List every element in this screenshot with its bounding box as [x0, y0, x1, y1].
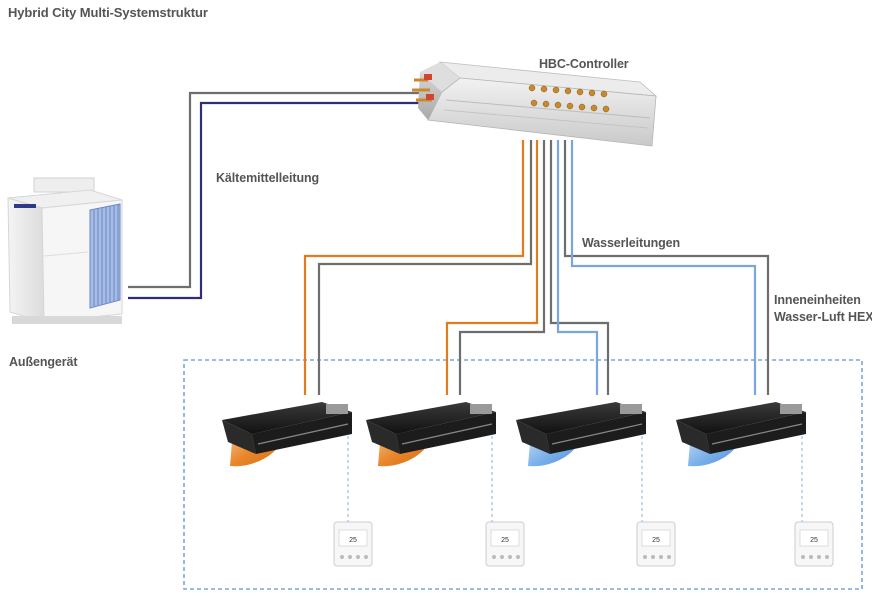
remote-controller-1: 25 [333, 521, 373, 567]
remote-controller-3: 25 [636, 521, 676, 567]
remote-controller-2: 25 [485, 521, 525, 567]
svg-text:25: 25 [810, 537, 818, 544]
water-pipes [303, 140, 770, 395]
remote-controller-4: 25 [794, 521, 834, 567]
refrigerant-line-label: Kältemittelleitung [216, 171, 320, 185]
hbc-controller [412, 61, 658, 147]
indoor-units-label-line2: Wasser-Luft HEX [774, 310, 872, 324]
control-wires [347, 436, 803, 522]
indoor-unit-2 [366, 402, 496, 467]
refrigerant-pipes [128, 91, 424, 300]
svg-text:25: 25 [652, 537, 660, 544]
outdoor-unit [7, 177, 123, 324]
svg-text:25: 25 [349, 537, 357, 544]
outdoor-unit-label: Außengerät [9, 355, 78, 369]
indoor-unit-1 [222, 402, 352, 467]
indoor-unit-4 [676, 402, 806, 467]
indoor-unit-3 [516, 402, 646, 467]
svg-text:25: 25 [501, 537, 509, 544]
diagram-title: Hybrid City Multi-Systemstruktur [8, 5, 208, 20]
indoor-units-label-line1: Inneneinheiten [774, 293, 861, 307]
indoor-area-frame [183, 359, 863, 590]
water-lines-label: Wasserleitungen [582, 236, 681, 250]
controller-label: HBC-Controller [539, 57, 629, 71]
